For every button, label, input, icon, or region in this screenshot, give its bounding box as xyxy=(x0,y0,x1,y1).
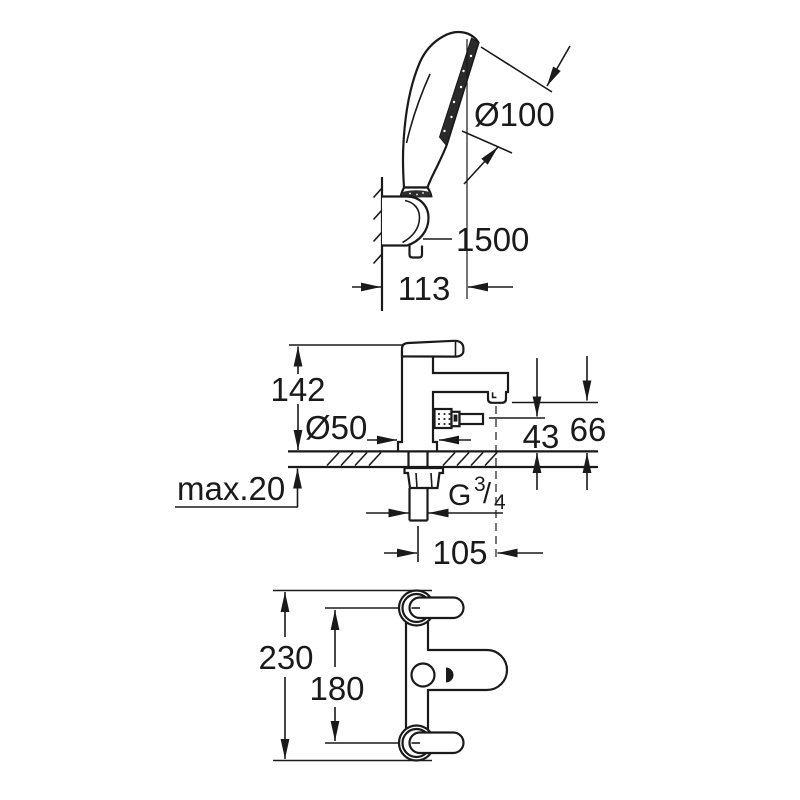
body-bar xyxy=(404,621,430,730)
hand-shower-assembly: Ø100 1500 113 xyxy=(352,30,571,311)
dim-label-overall-length: 230 xyxy=(258,639,313,676)
wall-hatching xyxy=(372,187,383,265)
head-handle-crease xyxy=(405,73,431,144)
shower-hose xyxy=(408,245,424,259)
dim-label-spout-reach: 105 xyxy=(432,534,487,571)
dim-thread-size: G 3 / 4 xyxy=(366,473,506,518)
dim-label-holder-offset: 113 xyxy=(398,270,451,307)
dim-label-hole-spacing: 180 xyxy=(309,670,364,707)
wall-bracket-inner xyxy=(402,199,421,244)
wall-bracket xyxy=(382,195,430,247)
dim-spout-outlet-height: 66 xyxy=(570,356,607,490)
hose-nut-specks xyxy=(409,192,424,196)
dim-handshower-outlet-height: 43 xyxy=(523,358,560,490)
knurl-texture xyxy=(437,412,451,426)
dim-deck-thickness: max.20 xyxy=(175,468,302,508)
mixer-lever xyxy=(400,339,465,358)
spray-face xyxy=(438,37,480,147)
dim-arrow xyxy=(546,45,571,87)
dim-arrow xyxy=(463,146,499,185)
top-view-ext-lines xyxy=(273,589,432,762)
dim-label-deck-thickness: max.20 xyxy=(177,470,285,507)
mixer-body-and-spout xyxy=(396,350,510,453)
threaded-shank xyxy=(408,488,429,522)
thread-label-numerator: 3 xyxy=(474,473,486,496)
spout-mouthpiece xyxy=(486,392,508,404)
dim-body-height: 142 xyxy=(270,346,326,450)
thread-label-denominator: 4 xyxy=(494,491,506,514)
dim-hole-spacing: 180 xyxy=(309,610,365,741)
dim-overall-length: 230 xyxy=(258,592,314,759)
dim-label-spout-height: 66 xyxy=(570,411,607,448)
spout-top-view xyxy=(428,648,509,692)
ext-line xyxy=(480,46,553,93)
cartridge-circle xyxy=(410,662,436,688)
nut-facet xyxy=(430,472,433,489)
deck-hatching xyxy=(326,451,498,467)
dim-label-handshower-height: 43 xyxy=(523,418,560,455)
thread-label-slash: / xyxy=(483,478,492,510)
nut-facet xyxy=(415,472,418,489)
dim-label-base-diameter: Ø50 xyxy=(305,409,367,446)
dim-base-diameter: Ø50 xyxy=(305,409,471,446)
coupling-notch xyxy=(453,414,458,422)
wall-section xyxy=(372,177,384,311)
dim-head-diameter: Ø100 xyxy=(461,45,571,185)
dim-holder-offset: 113 xyxy=(352,270,513,307)
dim-hose-length: 1500 xyxy=(423,221,529,258)
bottom-handle xyxy=(408,731,465,755)
dim-label-head-diameter: Ø100 xyxy=(474,96,555,133)
spray-face-nozzles xyxy=(443,54,473,133)
mounting-nut xyxy=(403,466,445,490)
diverter-mark xyxy=(446,667,454,683)
mixer-top-view: 230 180 xyxy=(258,589,509,762)
thread-label-g: G xyxy=(448,479,471,512)
mixer-side-view: 142 max.20 Ø50 43 66 xyxy=(175,339,607,571)
mouthpiece-detail xyxy=(491,392,497,399)
dim-label-body-height: 142 xyxy=(270,371,325,408)
ext-line xyxy=(461,130,513,154)
dim-spout-reach: 105 xyxy=(384,526,543,571)
top-handle xyxy=(408,596,465,620)
handshower-coupling xyxy=(433,407,485,430)
coupling-pipe xyxy=(458,412,485,426)
dim-label-hose-length: 1500 xyxy=(456,221,529,258)
